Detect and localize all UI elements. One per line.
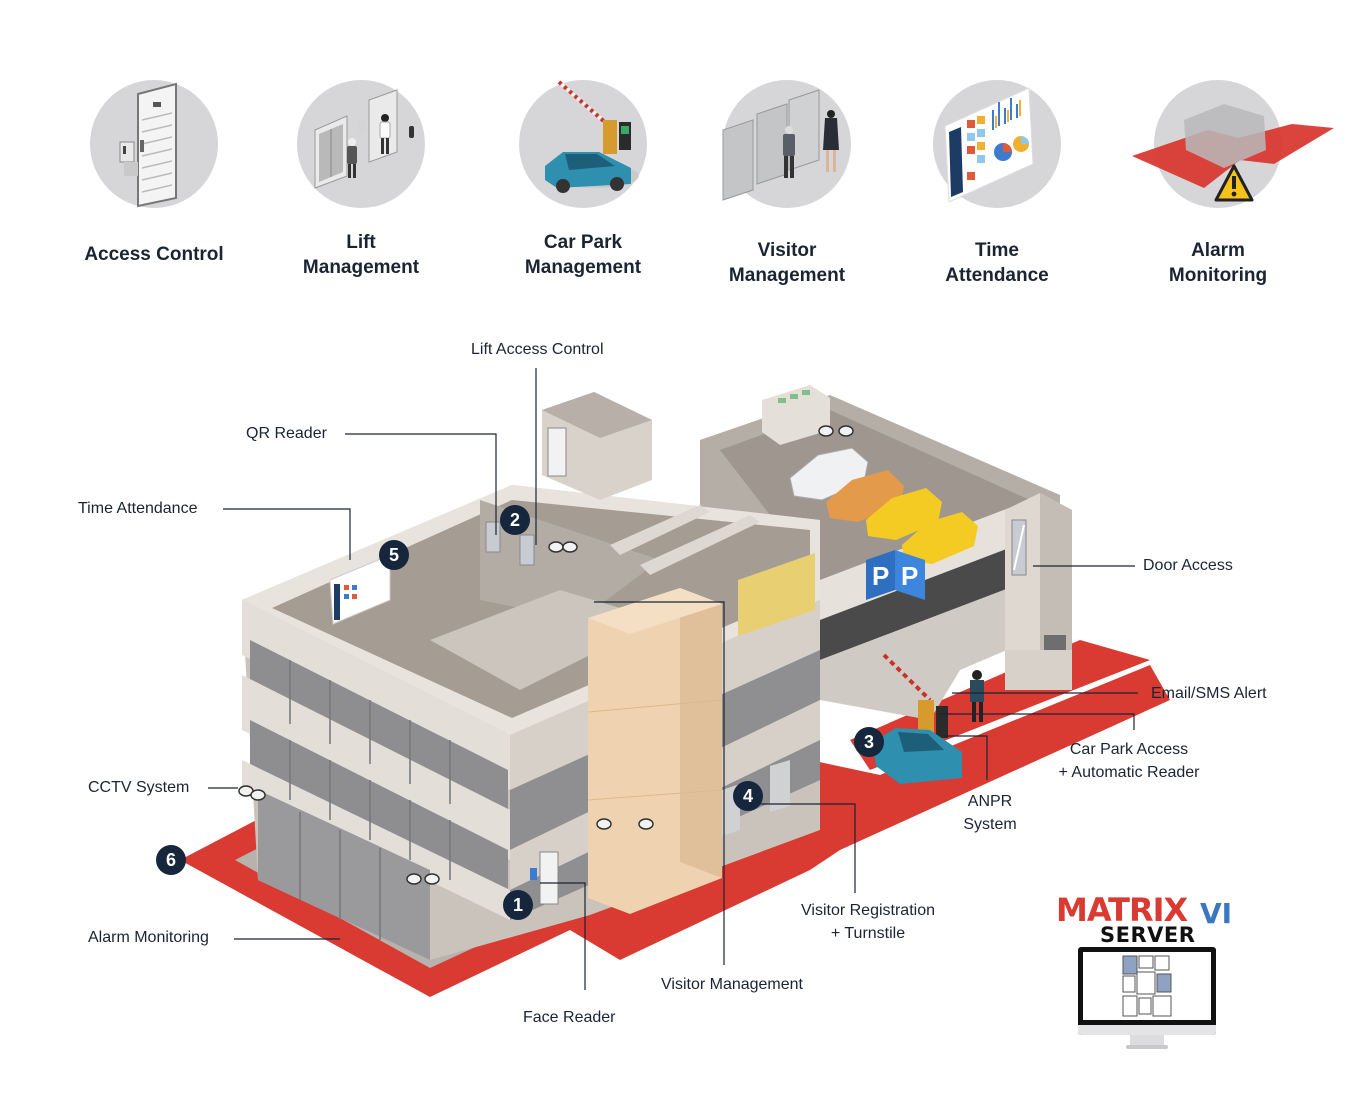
feature-title: Car Park Management xyxy=(524,232,642,278)
badge-6: 6 xyxy=(156,845,186,875)
monitor-stand-base xyxy=(1126,1045,1168,1049)
badge-4: 4 xyxy=(733,781,763,811)
callout-lift-access-control: Lift Access Control xyxy=(471,341,604,358)
feature-circle xyxy=(1132,80,1334,208)
callout-email-sms-alert: Email/SMS Alert xyxy=(1151,685,1267,702)
floorplan-screen xyxy=(1083,952,1211,1020)
cctv-cameras xyxy=(238,425,854,885)
feature-title: Alarm Monitoring xyxy=(1168,240,1268,286)
door-reader-icon xyxy=(119,82,177,208)
badge-3: 3 xyxy=(854,727,884,757)
parking-sign-right: P xyxy=(901,561,918,591)
feature-title: Lift Management xyxy=(302,232,420,278)
callout-visitor-registration: Visitor Registration + Turnstile xyxy=(801,902,935,942)
feature-circle xyxy=(722,80,851,208)
turnstile-people-icon xyxy=(722,89,839,201)
warning-triangle-icon xyxy=(1132,104,1334,202)
callout-qr-reader: QR Reader xyxy=(246,425,327,442)
leader-lines xyxy=(208,368,1138,990)
callout-time-attendance: Time Attendance xyxy=(78,500,198,517)
feature-circle xyxy=(933,80,1061,208)
callout-cctv-system: CCTV System xyxy=(88,779,190,796)
callout-car-park-access: Car Park Access + Automatic Reader xyxy=(1058,741,1200,781)
callout-anpr-system: ANPR System xyxy=(963,793,1017,833)
logo-subtitle: SERVER xyxy=(1100,923,1196,947)
logo-suffix: VI xyxy=(1200,897,1233,930)
parked-cars xyxy=(789,447,978,564)
parking-sign-left: P xyxy=(872,561,889,591)
logo-brand: MATRIX xyxy=(1056,891,1188,929)
elevator-people-icon xyxy=(314,89,414,189)
monitor-stand xyxy=(1130,1035,1164,1045)
floorplan-icon xyxy=(1122,955,1172,1017)
callout-alarm-monitoring: Alarm Monitoring xyxy=(88,929,209,946)
badge-2: 2 xyxy=(500,505,530,535)
callout-visitor-management: Visitor Management xyxy=(661,976,803,993)
feature-circle xyxy=(519,80,647,208)
feature-circle xyxy=(90,80,218,208)
feature-circle xyxy=(297,80,425,208)
car-barrier-icon xyxy=(545,80,639,193)
callout-door-access: Door Access xyxy=(1143,557,1233,574)
badge-1: 1 xyxy=(503,890,533,920)
feature-access-control: Access Control xyxy=(54,80,254,267)
feature-alarm-monitoring: Alarm Monitoring xyxy=(1118,80,1334,288)
monitor-icon xyxy=(1078,947,1216,1035)
feature-title: Visitor Management xyxy=(728,240,846,286)
feature-car-park-management: Car Park Management xyxy=(483,80,683,280)
feature-lift-management: Lift Management xyxy=(261,80,461,280)
badge-5: 5 xyxy=(379,540,409,570)
feature-title: Access Control xyxy=(84,244,224,265)
monitor-chin xyxy=(1078,1025,1216,1035)
callout-face-reader: Face Reader xyxy=(523,1009,616,1026)
feature-title: Time Attendance xyxy=(945,240,1049,286)
dashboard-chart-icon xyxy=(944,87,1034,203)
feature-visitor-management: Visitor Management xyxy=(687,80,887,288)
feature-time-attendance: Time Attendance xyxy=(897,80,1097,288)
